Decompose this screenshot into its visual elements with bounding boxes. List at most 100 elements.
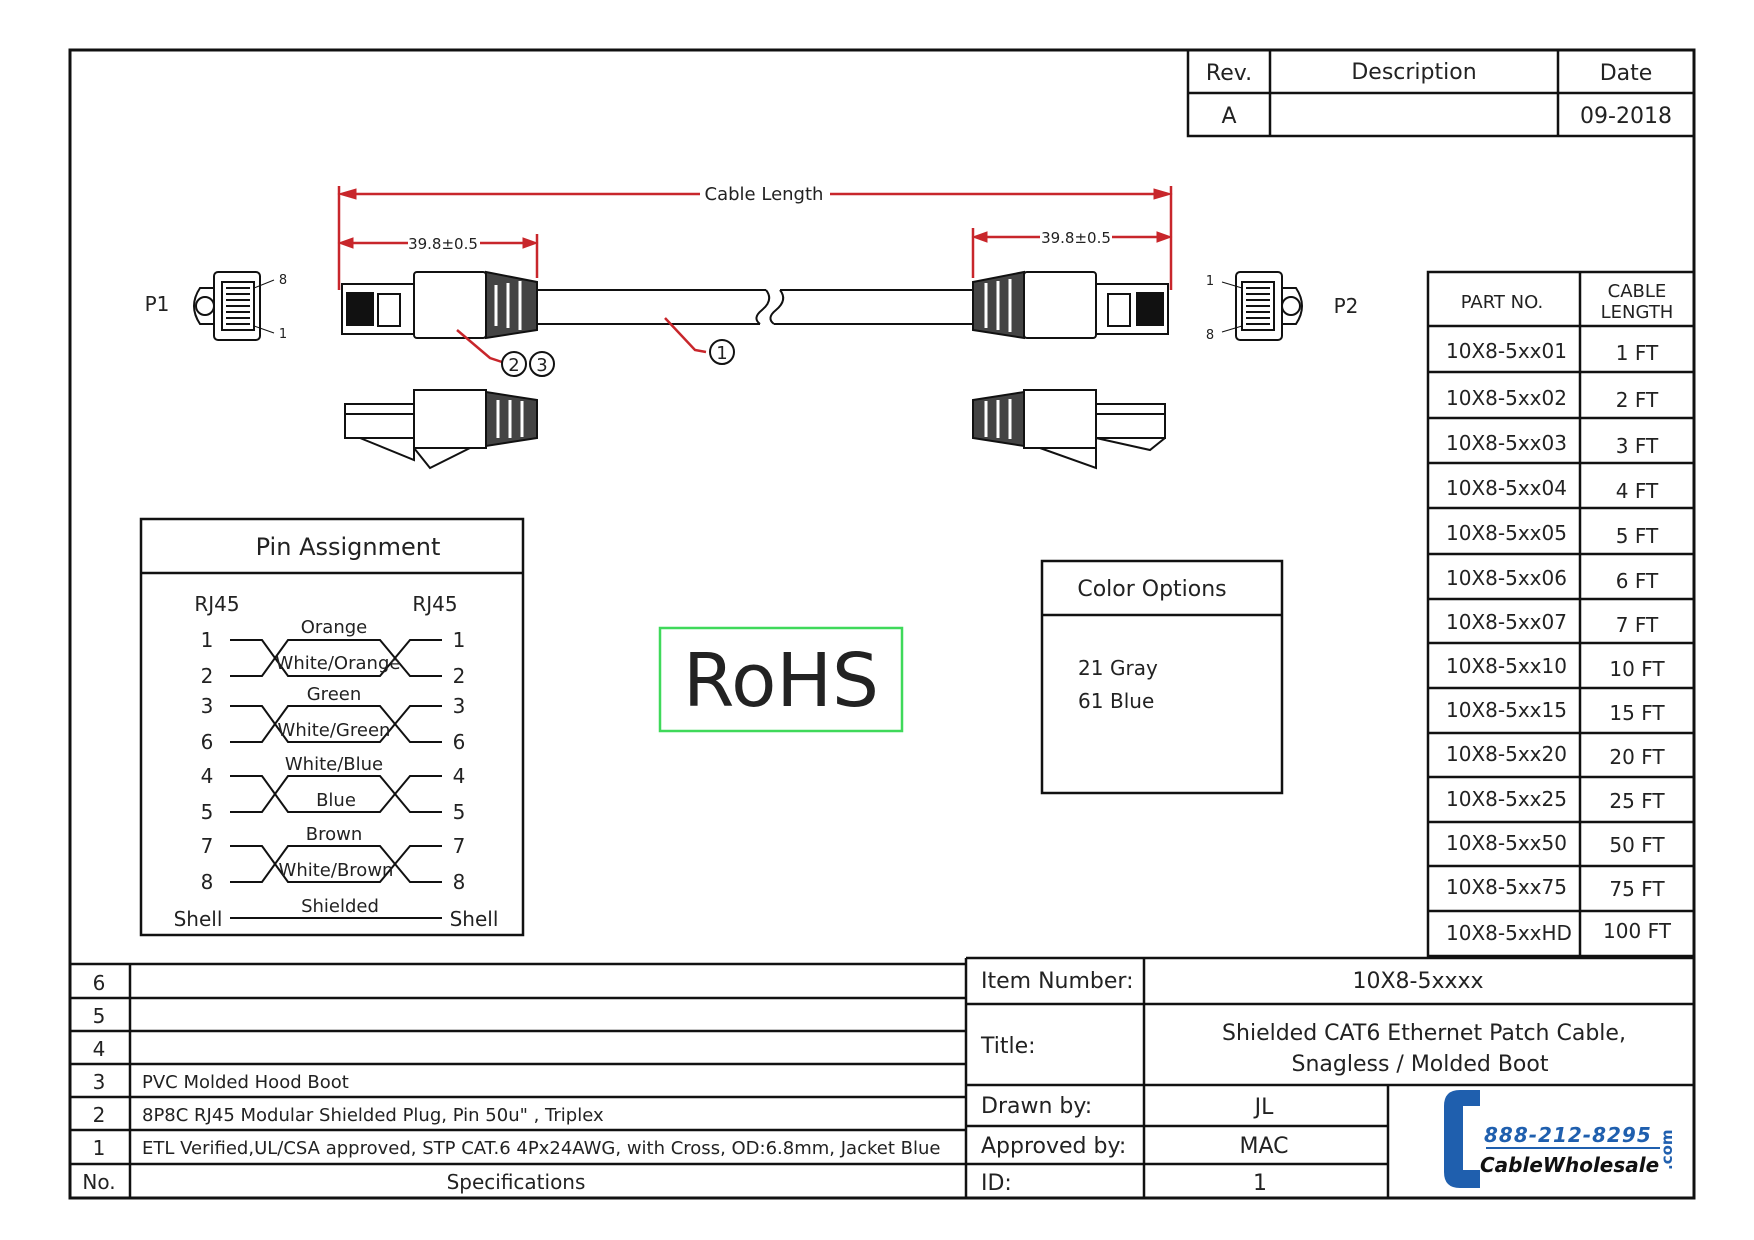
cable-header: CABLE <box>1608 281 1667 302</box>
dim-left-arrow-a <box>337 237 354 249</box>
approved-by-label: Approved by: <box>981 1134 1126 1159</box>
spec-header: Specifications <box>447 1170 586 1194</box>
pin-left-7: 7 <box>201 834 214 858</box>
pin-left-4: 4 <box>201 764 214 788</box>
length-cell: 7 FT <box>1616 613 1659 637</box>
pin-assignment-title: Pin Assignment <box>256 533 441 561</box>
shielded-label: Shielded <box>301 896 379 917</box>
spec-no-header: No. <box>82 1170 115 1194</box>
spec-text-1: ETL Verified,UL/CSA approved, STP CAT.6 … <box>142 1138 940 1159</box>
length-cell: 10 FT <box>1609 657 1665 681</box>
part-no-cell: 10X8-5xx75 <box>1446 875 1567 899</box>
length-cell: 50 FT <box>1609 833 1665 857</box>
pin-left-6: 6 <box>201 730 214 754</box>
spec-no-5: 5 <box>93 1004 106 1028</box>
pair-1-top-label: Orange <box>301 617 368 638</box>
pin-left-5: 5 <box>201 800 214 824</box>
length-cell: 20 FT <box>1609 745 1665 769</box>
title-label: Title: <box>980 1034 1036 1059</box>
item-number-value: 10X8-5xxxx <box>1352 969 1483 994</box>
p1-end-view <box>193 271 275 341</box>
cable-jacket <box>537 289 973 325</box>
logo-tld: .com <box>1658 1129 1676 1170</box>
rj45-right-header: RJ45 <box>412 592 457 616</box>
left-connector-top-view <box>341 270 538 340</box>
id-value: 1 <box>1253 1171 1267 1196</box>
rev-header: Rev. <box>1206 61 1252 86</box>
cable-length-dimension <box>337 186 1173 290</box>
drawn-by-label: Drawn by: <box>981 1094 1092 1119</box>
part-no-cell: 10X8-5xx04 <box>1446 476 1567 500</box>
rev-value: A <box>1221 104 1236 129</box>
p2-pin-top: 1 <box>1206 274 1214 289</box>
item-number-label: Item Number: <box>981 969 1133 994</box>
length-cell: 3 FT <box>1616 434 1659 458</box>
pair-2-bottom-label: White/Green <box>278 720 391 741</box>
logo-name: CableWholesale <box>1480 1153 1659 1177</box>
date-header: Date <box>1600 61 1653 86</box>
pin-left-3: 3 <box>201 694 214 718</box>
approved-by-value: MAC <box>1239 1134 1288 1159</box>
length-cell: 2 FT <box>1616 388 1659 412</box>
left-connector-side-view <box>344 389 538 470</box>
part-no-header: PART NO. <box>1461 292 1544 313</box>
part-no-cell: 10X8-5xx07 <box>1446 610 1567 634</box>
length-cell: 6 FT <box>1616 569 1659 593</box>
spec-text-2: 8P8C RJ45 Modular Shielded Plug, Pin 50u… <box>142 1105 604 1126</box>
callout-leaders <box>456 317 707 364</box>
callout-3: 3 <box>536 355 547 376</box>
title-line-1: Shielded CAT6 Ethernet Patch Cable, <box>1222 1021 1626 1046</box>
color-options-title: Color Options <box>1077 577 1226 602</box>
p2-pin-bottom: 8 <box>1206 328 1214 343</box>
spec-no-2: 2 <box>93 1103 106 1127</box>
pair-1-bottom-label: White/Orange <box>276 653 401 674</box>
right-connector-top-view <box>972 270 1169 340</box>
spec-no-1: 1 <box>93 1136 106 1160</box>
pin-assignment-box <box>139 517 525 937</box>
p1-label: P1 <box>145 292 170 316</box>
pair-2-top-label: Green <box>307 684 362 705</box>
shell-left: Shell <box>174 907 223 931</box>
part-no-cell: 10X8-5xx03 <box>1446 431 1567 455</box>
cable-length-arrow-right <box>1153 188 1173 200</box>
pin-right-6: 6 <box>453 730 466 754</box>
pin-right-4: 4 <box>453 764 466 788</box>
rohs-box <box>658 626 904 733</box>
title-block <box>966 956 1694 1198</box>
p1-pin-top: 8 <box>279 273 287 288</box>
specifications-table <box>70 958 968 1198</box>
logo-c-mark <box>1444 1090 1480 1188</box>
shell-right: Shell <box>450 907 499 931</box>
length-header: LENGTH <box>1601 302 1674 323</box>
drawn-by-value: JL <box>1253 1095 1274 1120</box>
spec-no-3: 3 <box>93 1070 106 1094</box>
pin-left-8: 8 <box>201 870 214 894</box>
color-option-2-code: 61 <box>1078 689 1103 713</box>
color-option-1-code: 21 <box>1078 656 1103 680</box>
pair-3-bottom-label: Blue <box>316 790 356 811</box>
length-cell: 100 FT <box>1603 919 1672 943</box>
dim-right-arrow-b <box>1156 231 1173 243</box>
dim-right-label: 39.8±0.5 <box>1041 229 1111 247</box>
pin-right-2: 2 <box>453 664 466 688</box>
part-no-cell: 10X8-5xx15 <box>1446 698 1567 722</box>
description-header: Description <box>1351 60 1476 85</box>
length-cell: 1 FT <box>1616 341 1659 365</box>
parts-table-rows: 10X8-5xx01 1 FT 10X8-5xx02 2 FT 10X8-5xx… <box>1446 339 1672 945</box>
wiring-crossovers <box>230 639 442 919</box>
length-cell: 4 FT <box>1616 479 1659 503</box>
part-no-cell: 10X8-5xx02 <box>1446 386 1567 410</box>
rohs-mark: RoHS <box>683 638 879 724</box>
callout-2: 2 <box>508 355 519 376</box>
cable-length-arrow-left <box>337 188 357 200</box>
pin-right-8: 8 <box>453 870 466 894</box>
p2-label: P2 <box>1334 294 1359 318</box>
dim-right-arrow-a <box>971 231 988 243</box>
pin-left-2: 2 <box>201 664 214 688</box>
pin-right-1: 1 <box>453 628 466 652</box>
pin-right-5: 5 <box>453 800 466 824</box>
spec-no-4: 4 <box>93 1037 106 1061</box>
spec-no-6: 6 <box>93 971 106 995</box>
pair-3-top-label: White/Blue <box>285 754 383 775</box>
